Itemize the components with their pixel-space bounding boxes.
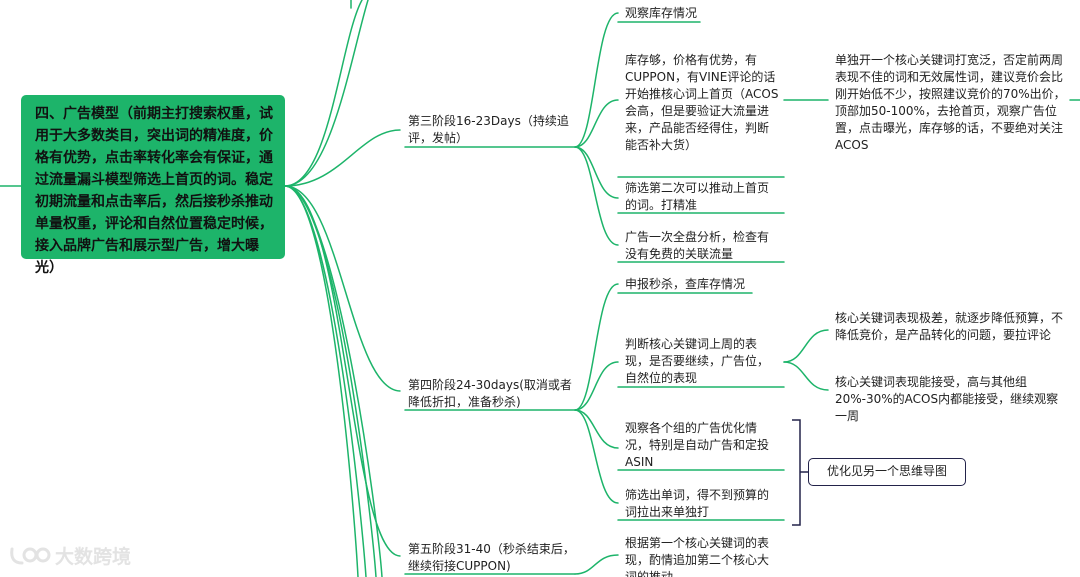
- stage3-item-1-text: 观察库存情况: [625, 6, 698, 20]
- stage3-item-3[interactable]: 筛选第二次可以推动上首页的词。打精准: [625, 180, 780, 214]
- stage5-item-1-text: 根据第一个核心关键词的表现，酌情追加第二个核心大词的推动: [625, 536, 770, 577]
- stage4-node[interactable]: 第四阶段24-30days(取消或者降低折扣，准备秒杀): [408, 377, 573, 411]
- stage4-item-4-text: 筛选出单词，得不到预算的词拉出来单独打: [625, 488, 770, 519]
- stage4-note-text: 优化见另一个思维导图: [826, 464, 947, 478]
- stage3-item-2-text: 库存够，价格有优势，有CUPPON，有VINE评论的话开始推核心词上首页（ACO…: [625, 53, 779, 152]
- stage4-sub-2[interactable]: 核心关键词表现能接受，高与其他组20%-30%的ACOS内都能接受，继续观察一周: [835, 374, 1067, 425]
- stage4-item-2-text: 判断核心关键词上周的表现，是否要继续，广告位，自然位的表现: [625, 337, 770, 385]
- stage4-item-1[interactable]: 申报秒杀，查库存情况: [625, 276, 775, 293]
- root-node[interactable]: 四、广告模型（前期主打搜索权重，试用于大多数类目，突出词的精准度，价格有优势，点…: [21, 95, 285, 276]
- stage3-node[interactable]: 第三阶段16-23Days（持续追评，发帖）: [408, 113, 573, 147]
- stage3-item-3-text: 筛选第二次可以推动上首页的词。打精准: [625, 181, 770, 212]
- stage4-item-2[interactable]: 判断核心关键词上周的表现，是否要继续，广告位，自然位的表现: [625, 336, 780, 387]
- stage3-item-4-text: 广告一次全盘分析，检查有没有免费的关联流量: [625, 230, 770, 261]
- stage5-item-1[interactable]: 根据第一个核心关键词的表现，酌情追加第二个核心大词的推动: [625, 535, 780, 577]
- stage3-item-2[interactable]: 库存够，价格有优势，有CUPPON，有VINE评论的话开始推核心词上首页（ACO…: [625, 52, 780, 154]
- stage4-sub-2-text: 核心关键词表现能接受，高与其他组20%-30%的ACOS内都能接受，继续观察一周: [835, 375, 1059, 423]
- stage4-item-3-text: 观察各个组的广告优化情况，特别是自动广告和定投ASIN: [625, 421, 770, 469]
- stage5-label: 第五阶段31-40（秒杀结束后，继续衔接CUPPON): [408, 542, 575, 573]
- stage4-note-box[interactable]: 优化见另一个思维导图: [808, 458, 966, 486]
- stage3-label: 第三阶段16-23Days（持续追评，发帖）: [408, 114, 569, 145]
- root-node-text: 四、广告模型（前期主打搜索权重，试用于大多数类目，突出词的精准度，价格有优势，点…: [35, 106, 273, 276]
- stage3-item-1[interactable]: 观察库存情况: [625, 5, 775, 22]
- stage4-sub-1[interactable]: 核心关键词表现极差，就逐步降低预算，不降低竞价，是产品转化的问题，要拉评论: [835, 310, 1067, 344]
- stage4-sub-1-text: 核心关键词表现极差，就逐步降低预算，不降低竞价，是产品转化的问题，要拉评论: [835, 311, 1064, 342]
- stage4-label: 第四阶段24-30days(取消或者降低折扣，准备秒杀): [408, 378, 572, 409]
- stage4-item-4[interactable]: 筛选出单词，得不到预算的词拉出来单独打: [625, 487, 780, 521]
- stage4-item-3[interactable]: 观察各个组的广告优化情况，特别是自动广告和定投ASIN: [625, 420, 780, 471]
- stage5-node[interactable]: 第五阶段31-40（秒杀结束后，继续衔接CUPPON): [408, 541, 578, 575]
- watermark: 大数跨境: [8, 542, 131, 569]
- stage3-detail[interactable]: 单独开一个核心关键词打宽泛，否定前两周表现不佳的词和无效属性词，建议竞价会比刚开…: [835, 52, 1067, 154]
- stage4-item-1-text: 申报秒杀，查库存情况: [625, 277, 746, 291]
- watermark-logo-icon: [10, 547, 51, 564]
- stage3-item-4[interactable]: 广告一次全盘分析，检查有没有免费的关联流量: [625, 229, 780, 263]
- stage3-detail-text: 单独开一个核心关键词打宽泛，否定前两周表现不佳的词和无效属性词，建议竞价会比刚开…: [835, 53, 1066, 152]
- watermark-text: 大数跨境: [55, 546, 132, 568]
